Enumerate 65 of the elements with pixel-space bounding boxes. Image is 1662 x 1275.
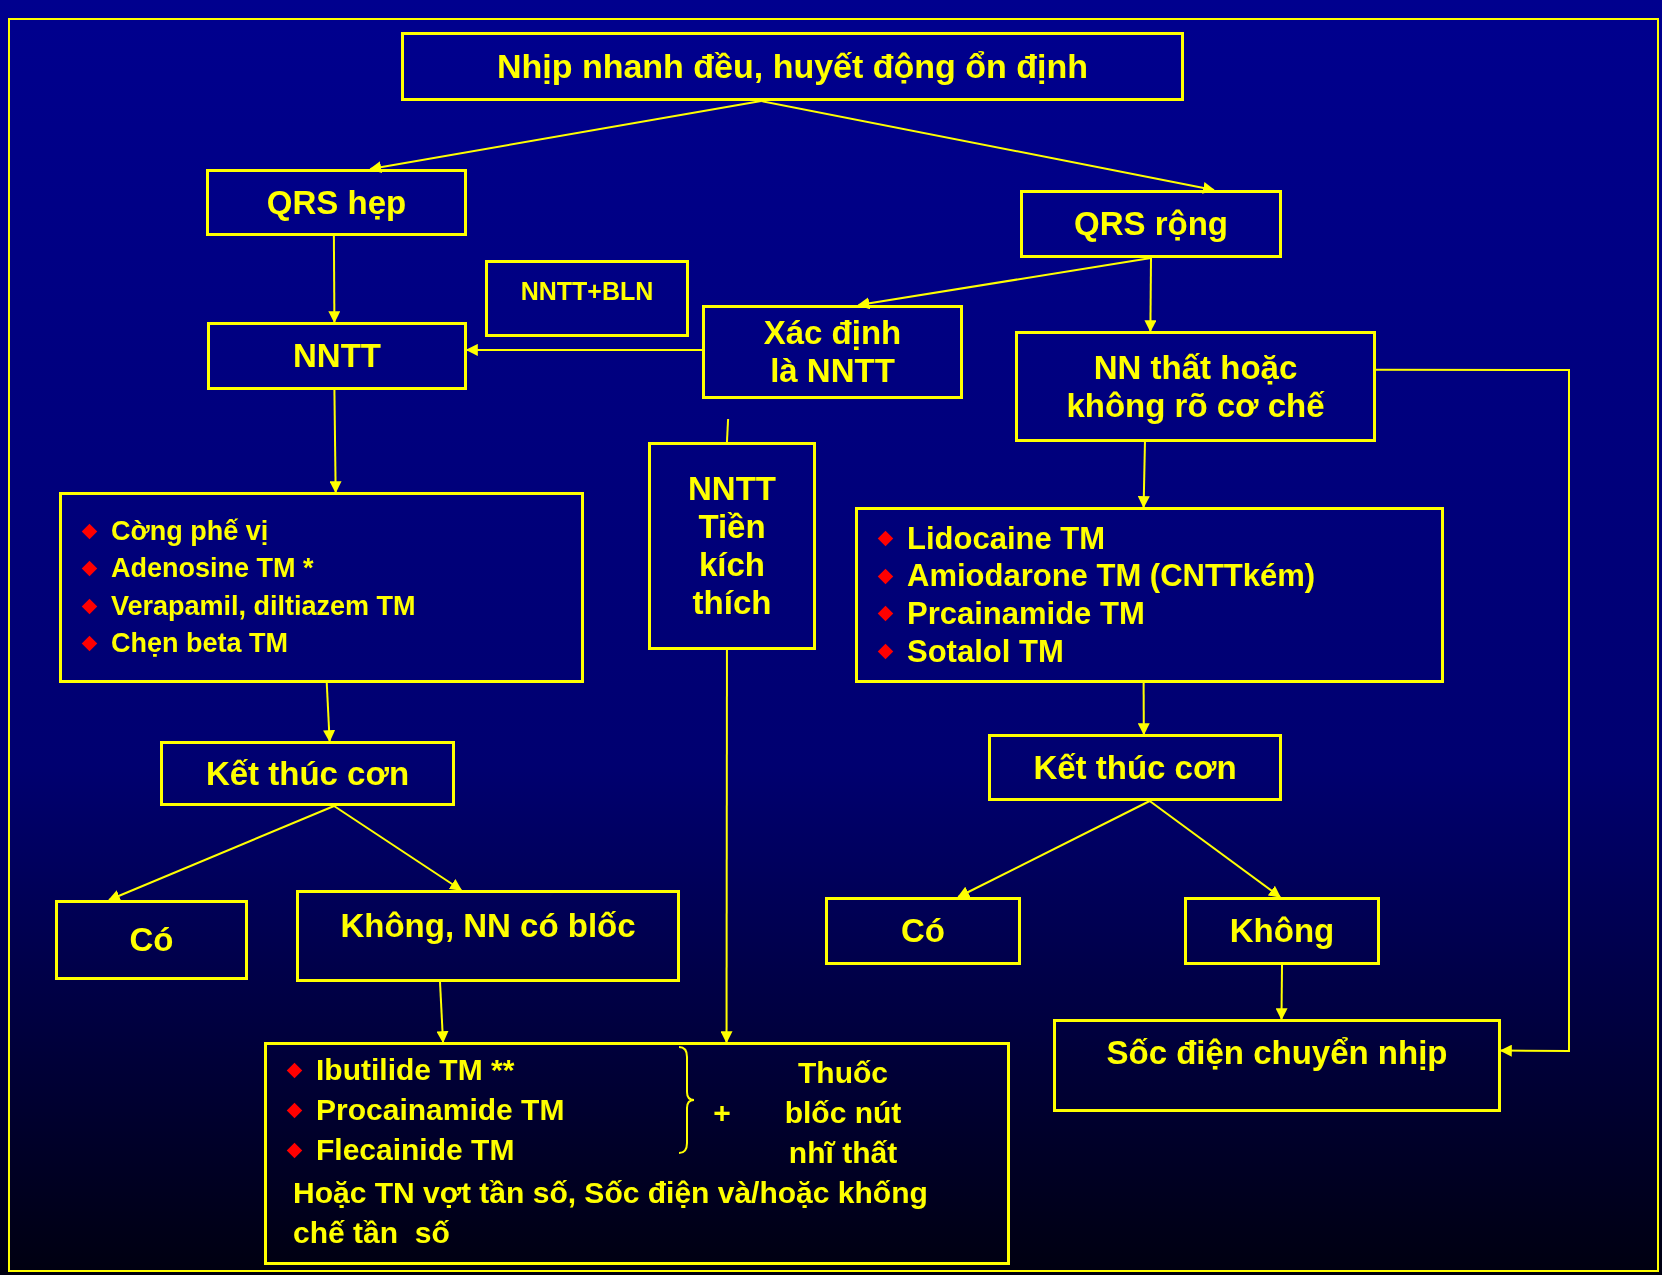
list-item: Cờng phế vị <box>111 516 269 548</box>
list-item: Procainamide TM <box>316 1093 565 1128</box>
flow-box <box>1015 331 1376 442</box>
flow-box <box>1053 1019 1501 1112</box>
arrow <box>1144 257 1157 333</box>
arrow <box>1275 964 1288 1021</box>
list-item: Sotalol TM <box>907 633 1064 670</box>
node-text: Có <box>129 921 174 959</box>
node-text: NN thất hoặc không rõ cơ chế <box>1065 348 1326 425</box>
flow-box <box>160 741 455 806</box>
arrow <box>329 389 342 494</box>
node-text: QRS hẹp <box>266 183 407 222</box>
list-item: Verapamil, diltiazem TM <box>111 590 416 622</box>
flow-box <box>206 169 467 236</box>
list-item: Chẹn beta TM <box>111 627 288 659</box>
list-item: Ibutilide TM ** <box>316 1053 515 1088</box>
arrow <box>957 800 1151 898</box>
flow-box <box>401 32 1184 101</box>
node-text: Thuốc blốc nút nhĩ thất <box>783 1055 903 1171</box>
list-item: Lidocaine TM <box>907 520 1106 557</box>
node-text: Nhịp nhanh đều, huyết động ổn định <box>496 46 1089 87</box>
flow-box <box>1020 190 1282 258</box>
node-text: NNTT+BLN <box>520 277 654 306</box>
flow-box <box>59 492 584 683</box>
node-text: Kết thúc cơn <box>1033 748 1237 787</box>
arrow <box>1148 800 1282 898</box>
list-item: Amiodarone TM (CNTTkém) <box>907 558 1316 594</box>
node-text: Xác định là NNTT <box>762 314 903 390</box>
flow-box <box>702 305 963 399</box>
arrow <box>323 682 336 743</box>
arrow <box>1137 441 1150 509</box>
arrow <box>333 805 463 891</box>
flow-box <box>648 442 816 650</box>
node-text: Kết thúc cơn <box>205 754 410 793</box>
node-text: Hoặc TN vợt tần số, Sốc điện và/hoặc khống chế tần số <box>293 1175 929 1251</box>
flow-box <box>1184 897 1380 965</box>
flow-box <box>825 897 1021 965</box>
flow-box <box>264 1042 1010 1265</box>
list-item: Adenosine TM * <box>111 553 314 585</box>
list-item: Prcainamide TM <box>907 596 1145 632</box>
flow-box <box>207 322 467 390</box>
arrow <box>720 649 733 1044</box>
arrow <box>1375 368 1570 1057</box>
node-text: Không, NN có blốc <box>340 907 636 945</box>
arrow <box>857 257 1152 310</box>
flow-box <box>55 900 248 980</box>
node-text: NNTT <box>293 337 381 375</box>
node-text: Không <box>1229 912 1335 950</box>
arrow <box>465 343 703 356</box>
node-text: NNTT Tiền kích thích <box>687 470 777 622</box>
arrow <box>1137 682 1150 736</box>
node-text: Sốc điện chuyển nhịp <box>1106 1034 1448 1072</box>
list-item: Flecainide TM <box>316 1133 515 1168</box>
flow-box <box>855 507 1444 683</box>
plus-sign: + <box>712 1095 732 1131</box>
node-text: QRS rộng <box>1074 205 1228 243</box>
node-text: Có <box>901 912 945 950</box>
arrow <box>760 100 1216 194</box>
flow-box <box>296 890 680 982</box>
flow-box <box>988 734 1282 801</box>
arrow <box>436 981 449 1044</box>
arrow <box>107 805 336 902</box>
flow-box <box>485 260 689 337</box>
arrow <box>328 235 341 324</box>
arrow <box>369 100 763 174</box>
